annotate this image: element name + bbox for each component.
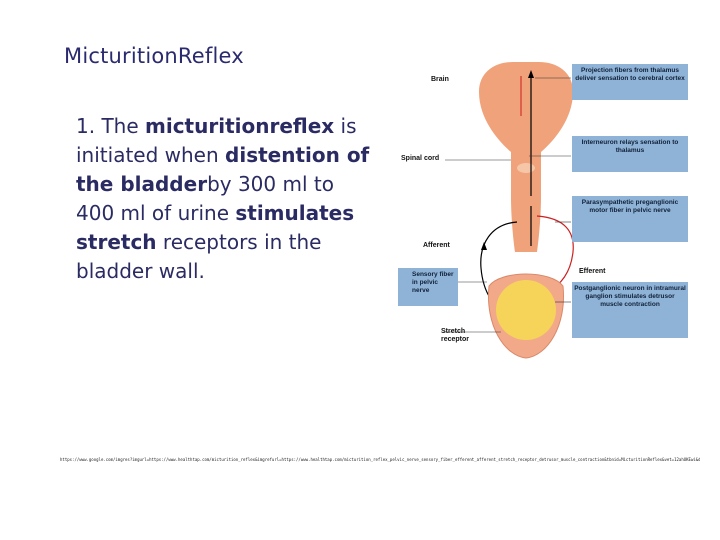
reflex-illustration xyxy=(443,62,574,359)
footer-source-url: https://www.google.com/imgres?imgurl=htt… xyxy=(60,457,700,462)
spinal-grey-matter xyxy=(517,163,535,173)
body-text-segment: 1. The xyxy=(76,114,145,138)
slide-title: MicturitionReflex xyxy=(64,44,244,68)
callout-sensory-fiber: Sensory fiber in pelvic nerve xyxy=(398,268,458,306)
bladder-urine xyxy=(496,280,556,340)
callout-interneuron: Interneuron relays sensation to thalamus xyxy=(572,136,688,172)
label-afferent: Afferent xyxy=(423,242,450,249)
body-text-segment: receptors in the bladder wall. xyxy=(76,230,322,283)
label-efferent: Efferent xyxy=(579,268,606,275)
callout-postganglionic-neuron: Postganglionic neuron in intramural gang… xyxy=(572,282,688,338)
body-text-segment: is initiated when xyxy=(76,114,357,167)
body-bold-term: micturitionreflex xyxy=(145,114,335,138)
callout-projection-fibers: Projection fibers from thalamus deliver … xyxy=(572,64,688,100)
body-paragraph: 1. The micturitionreflex is initiated wh… xyxy=(76,112,376,286)
body-bold-term: stimulates stretch xyxy=(76,201,355,254)
brain-and-spinal-cord xyxy=(479,62,573,252)
ascending-arrowhead xyxy=(528,70,534,78)
micturition-reflex-diagram: Brain Spinal cord Afferent Efferent Stre… xyxy=(395,56,695,360)
afferent-arrowhead xyxy=(481,242,487,250)
body-text-segment: by 300 ml to 400 ml of urine xyxy=(76,172,334,225)
label-stretch-receptor: Stretch receptor xyxy=(441,328,470,343)
callout-parasympathetic-fiber: Parasympathetic preganglionic motor fibe… xyxy=(572,196,688,242)
body-bold-term: distention of the bladder xyxy=(76,143,370,196)
label-spinal-cord: Spinal cord xyxy=(401,155,440,162)
label-brain: Brain xyxy=(431,76,449,83)
